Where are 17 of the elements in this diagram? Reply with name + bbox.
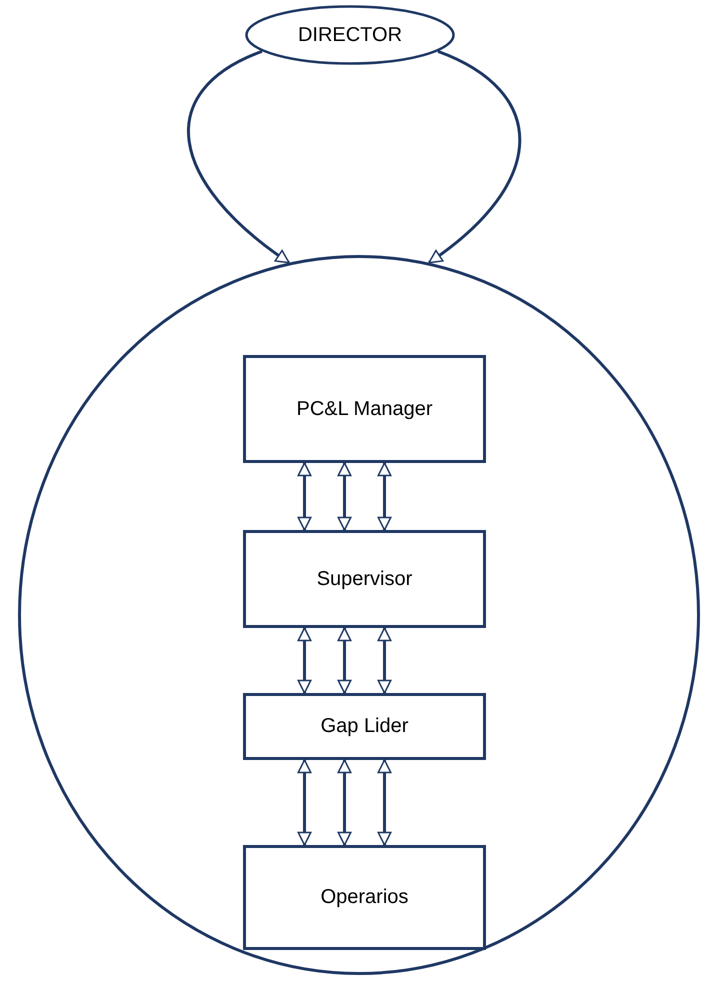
double-arrow bbox=[378, 759, 392, 846]
curved-arrow bbox=[187, 50, 290, 264]
role-box: Supervisor bbox=[243, 530, 486, 628]
curved-arrow bbox=[428, 50, 522, 264]
double-arrow bbox=[338, 462, 352, 531]
double-arrow bbox=[338, 759, 352, 846]
double-arrow bbox=[338, 627, 352, 694]
double-arrow bbox=[298, 759, 312, 846]
role-box: PC&L Manager bbox=[243, 355, 486, 463]
double-arrow bbox=[298, 462, 312, 531]
role-box: Gap Lider bbox=[243, 693, 486, 760]
circle-outline bbox=[18, 255, 700, 975]
role-box: Operarios bbox=[243, 845, 486, 950]
oval-node: DIRECTOR bbox=[245, 5, 455, 65]
double-arrow bbox=[378, 462, 392, 531]
double-arrow bbox=[378, 627, 392, 694]
double-arrow bbox=[298, 627, 312, 694]
